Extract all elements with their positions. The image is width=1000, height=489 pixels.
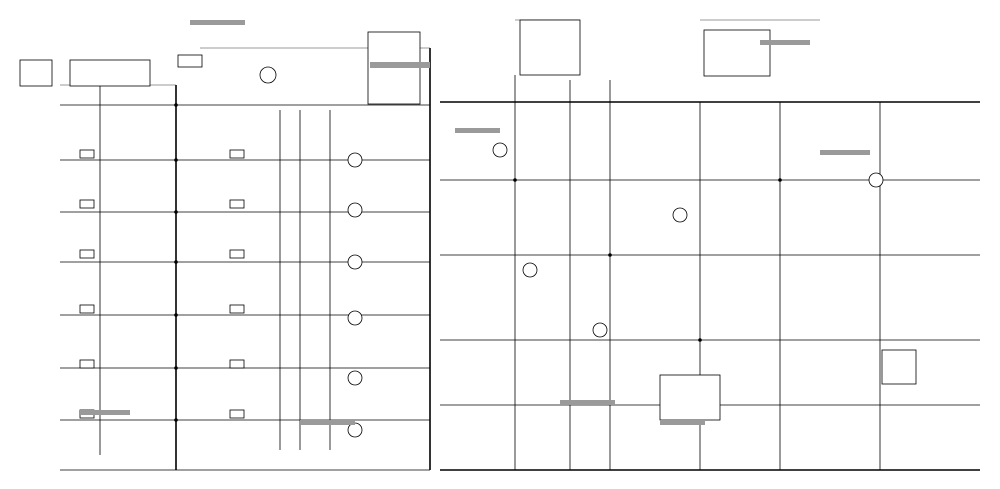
left-wiring (60, 47, 431, 471)
unread-labels (80, 20, 870, 425)
junctions (174, 103, 782, 422)
components (19, 19, 917, 438)
